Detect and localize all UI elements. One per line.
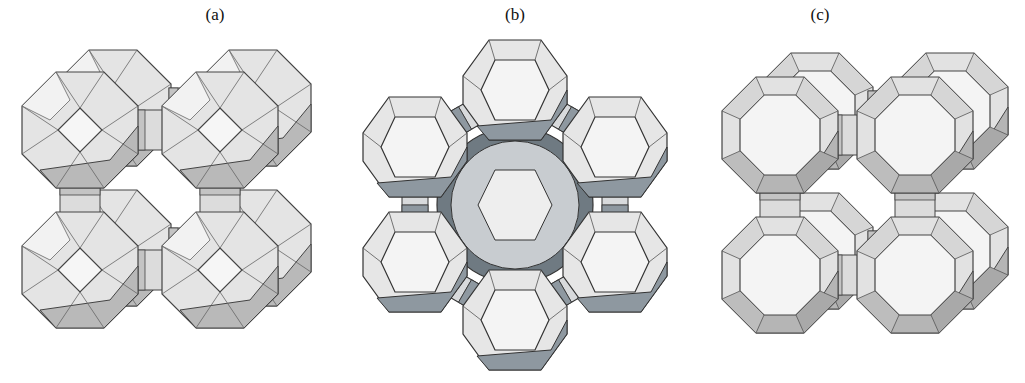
structure-b xyxy=(363,40,667,370)
panel-label: (c) xyxy=(811,6,830,23)
structure-a xyxy=(22,50,311,328)
panel-label: (a) xyxy=(206,6,225,23)
structure-c xyxy=(722,53,1008,333)
panel-label: (b) xyxy=(505,6,525,23)
